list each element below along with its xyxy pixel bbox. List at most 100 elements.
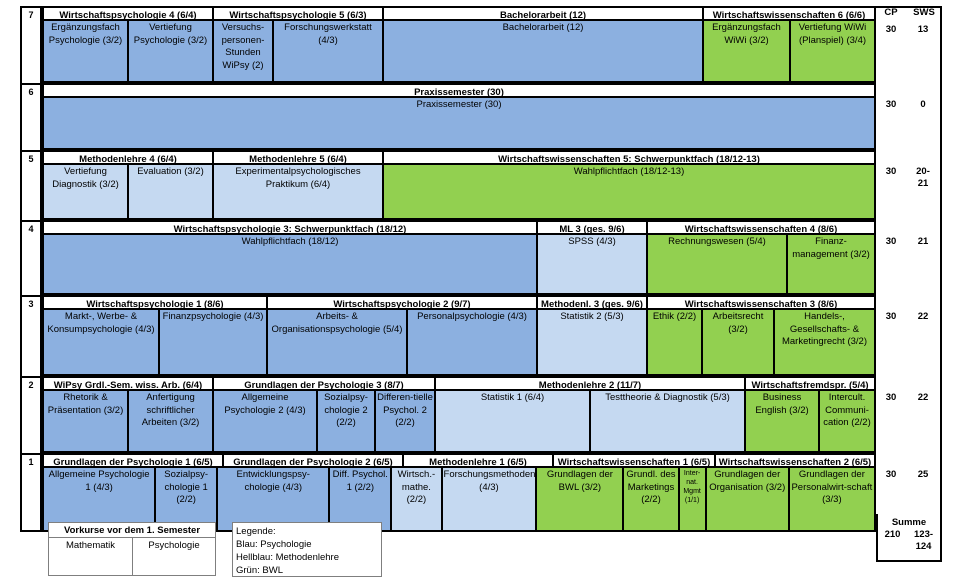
course-cell: Evaluation (3/2)	[127, 165, 212, 220]
module-group-header: Wirtschaftswissenschaften 5: Schwerpunkt…	[382, 150, 876, 165]
course-cell: Intercult. Communi-cation (2/2)	[818, 391, 876, 453]
legend-entry-gruen: Grün: BWL	[236, 565, 283, 576]
legend-box: Legende: Blau: Psychologie Hellblau: Met…	[232, 522, 382, 577]
module-group-header: Grundlagen der Psychologie 3 (8/7)	[212, 376, 434, 391]
course-strip: Praxissemester (30)	[42, 98, 876, 150]
course-cell: Personalpsychologie (4/3)	[406, 310, 536, 376]
sws-value: 20-21	[906, 150, 942, 220]
sws-value: 13	[906, 6, 942, 83]
course-cell: Grundlagen der Personalwirt-schaft (3/3)	[787, 468, 876, 532]
semester-number-2: 2	[20, 376, 42, 453]
course-cell: Markt-, Werbe- & Konsumpsychologie (4/3)	[42, 310, 158, 376]
module-group-header: Praxissemester (30)	[42, 83, 876, 98]
module-group-header: Wirtschaftswissenschaften 4 (8/6)	[646, 220, 876, 235]
course-cell: Statistik 2 (5/3)	[536, 310, 646, 376]
course-cell: Wahlpflichtfach (18/12)	[42, 235, 536, 295]
module-group-header: Methodenlehre 1 (6/5)	[402, 453, 552, 468]
course-cell: Wirtsch.-mathe. (2/2)	[390, 468, 441, 532]
course-cell: Testtheorie & Diagnostik (5/3)	[589, 391, 744, 453]
sws-value: 22	[906, 376, 942, 453]
course-cell: Ergänzungsfach WiWi (3/2)	[702, 21, 789, 83]
course-cell: Experimentalpsychologisches Praktikum (6…	[212, 165, 382, 220]
course-cell: Forschungswerkstatt (4/3)	[272, 21, 382, 83]
course-cell: Grundlagen der BWL (3/2)	[535, 468, 623, 532]
course-cell: Vertiefung Diagnostik (3/2)	[42, 165, 127, 220]
semester-body: WiPsy Grdl.-Sem. wiss. Arb. (6/4)Grundla…	[42, 376, 876, 453]
cp-value: 30	[876, 6, 906, 83]
module-group-header: Wirtschaftspsychologie 3: Schwerpunktfac…	[42, 220, 536, 235]
course-cell: Praxissemester (30)	[42, 98, 876, 150]
course-cell: Anfertigung schriftlicher Arbeiten (3/2)	[127, 391, 212, 453]
course-cell: Allgemeine Psychologie 2 (4/3)	[212, 391, 316, 453]
cp-value: 30	[876, 150, 906, 220]
module-group-header: Wirtschaftspsychologie 5 (6/3)	[212, 6, 382, 21]
semester-body: Wirtschaftspsychologie 4 (6/4)Wirtschaft…	[42, 6, 876, 83]
module-group-header-strip: Methodenlehre 4 (6/4)Methodenlehre 5 (6/…	[42, 150, 876, 165]
course-cell: Wahlpflichtfach (18/12-13)	[382, 165, 876, 220]
course-cell: Inter-nat. Mgmt (1/1)	[677, 468, 705, 532]
cp-value: 30	[876, 295, 906, 376]
module-group-header: Wirtschaftspsychologie 1 (8/6)	[42, 295, 266, 310]
legend-title: Legende:	[236, 526, 276, 537]
module-group-header: Methodenlehre 4 (6/4)	[42, 150, 212, 165]
module-group-header: Methodenl. 3 (ges. 9/6)	[536, 295, 646, 310]
course-strip: Rhetorik & Präsentation (3/2)Anfertigung…	[42, 391, 876, 453]
course-strip: Vertiefung Diagnostik (3/2)Evaluation (3…	[42, 165, 876, 220]
module-group-header: Wirtschaftswissenschaften 1 (6/5)	[552, 453, 714, 468]
vorkurse-item-mathematik: Mathematik	[48, 538, 132, 576]
semester-body: Praxissemester (30)Praxissemester (30)	[42, 83, 876, 150]
course-cell: Arbeits- & Organisationspsychologie (5/4…	[266, 310, 406, 376]
vorkurse-item-psychologie: Psychologie	[132, 538, 216, 576]
course-cell: Statistik 1 (6/4)	[434, 391, 589, 453]
module-group-header: Wirtschaftsfremdspr. (5/4)	[744, 376, 876, 391]
module-group-header: Wirtschaftswissenschaften 2 (6/5)	[713, 453, 876, 468]
semester-number-3: 3	[20, 295, 42, 376]
module-group-header: Wirtschaftswissenschaften 3 (8/6)	[646, 295, 876, 310]
cp-value: 30	[876, 220, 906, 295]
course-cell: SPSS (4/3)	[536, 235, 646, 295]
course-strip: Wahlpflichtfach (18/12)SPSS (4/3)Rechnun…	[42, 235, 876, 295]
module-group-header-strip: Grundlagen der Psychologie 1 (6/5)Grundl…	[42, 453, 876, 468]
module-group-header: WiPsy Grdl.-Sem. wiss. Arb. (6/4)	[42, 376, 212, 391]
course-strip: Markt-, Werbe- & Konsumpsychologie (4/3)…	[42, 310, 876, 376]
semester-body: Wirtschaftspsychologie 3: Schwerpunktfac…	[42, 220, 876, 295]
sws-value: 21	[906, 220, 942, 295]
cp-value: 30	[876, 376, 906, 453]
semester-body: Grundlagen der Psychologie 1 (6/5)Grundl…	[42, 453, 876, 532]
module-group-header: Wirtschaftswissenschaften 6 (6/6)	[702, 6, 876, 21]
summe-sws: 123-124	[914, 529, 934, 552]
cp-value: 30	[876, 83, 906, 150]
legend-entry-blau: Blau: Psychologie	[236, 539, 312, 550]
course-cell: Bachelorarbeit (12)	[382, 21, 702, 83]
vorkurse-items: Mathematik Psychologie	[48, 538, 216, 576]
semester-body: Wirtschaftspsychologie 1 (8/6) Wirtschaft…	[42, 295, 876, 376]
course-cell: Forschungsmethoden (4/3)	[440, 468, 536, 532]
module-group-header-strip: Wirtschaftspsychologie 1 (8/6) Wirtschaft…	[42, 295, 876, 310]
vorkurse-title: Vorkurse vor dem 1. Semester	[48, 522, 216, 538]
module-group-header-strip: Wirtschaftspsychologie 4 (6/4)Wirtschaft…	[42, 6, 876, 21]
course-cell: Arbeitsrecht (3/2)	[701, 310, 773, 376]
semester-number-5: 5	[20, 150, 42, 220]
legend-entry-hellblau: Hellblau: Methodenlehre	[236, 552, 339, 563]
summe-cp: 210	[884, 529, 901, 540]
module-group-header: Bachelorarbeit (12)	[382, 6, 702, 21]
course-cell: Entwicklungspsy-chologie (4/3)	[216, 468, 329, 532]
course-cell: Sozialpsy-chologie 1 (2/2)	[154, 468, 217, 532]
course-cell: Grundl. des Marketings (2/2)	[622, 468, 678, 532]
sws-value: 22	[906, 295, 942, 376]
summe-values: 210 123-124	[878, 529, 940, 553]
summe-box: Summe 210 123-124	[876, 514, 942, 562]
course-cell: Rechnungswesen (5/4)	[646, 235, 786, 295]
